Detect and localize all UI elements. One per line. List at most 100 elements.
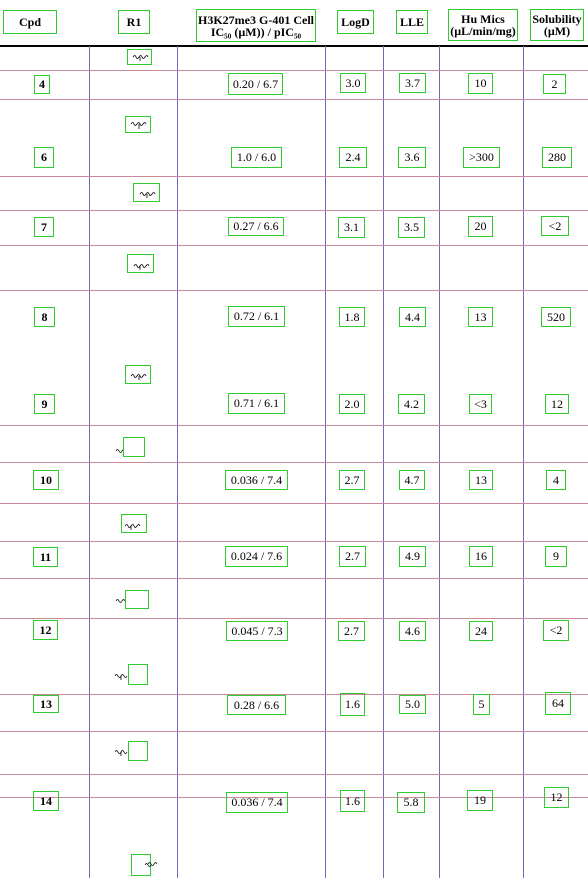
row-divider [0, 503, 588, 504]
ic50-cell: 0.036 / 7.4 [225, 470, 288, 490]
cpd-cell: 9 [34, 394, 55, 414]
row-divider [0, 541, 588, 542]
cpd-cell: 13 [33, 695, 59, 713]
solubility-cell: 280 [542, 147, 572, 168]
header-humics-line1: Hu Mics [461, 12, 505, 26]
humics-text: 13 [475, 472, 487, 487]
cpd-text: 4 [39, 77, 45, 91]
row-divider [0, 618, 588, 619]
ic50-text: 0.71 / 6.1 [233, 396, 280, 410]
ic50-cell: 0.71 / 6.1 [228, 393, 285, 414]
humics-text: >300 [469, 150, 494, 164]
lle-text: 4.6 [405, 623, 420, 638]
logd-text: 2.7 [345, 549, 360, 563]
header-lle: LLE [396, 10, 428, 34]
lle-cell: 5.0 [399, 695, 426, 714]
humics-cell: 24 [469, 621, 493, 641]
ic50-text: 0.28 / 6.6 [233, 697, 280, 712]
solubility-text: 520 [547, 309, 565, 324]
row-divider [0, 176, 588, 177]
humics-text: 19 [474, 793, 486, 807]
header-cpd: Cpd [3, 10, 57, 34]
structure-image-7 [121, 514, 147, 533]
solubility-text: 2 [551, 76, 558, 91]
structure-image-10 [128, 741, 148, 761]
logd-cell: 1.6 [340, 790, 365, 812]
logd-text: 1.6 [345, 793, 360, 808]
humics-cell: 10 [468, 73, 493, 94]
row-divider [0, 99, 588, 100]
solubility-cell: 64 [545, 692, 571, 715]
humics-text: <3 [474, 396, 487, 411]
wavy-bond-icon [115, 747, 128, 757]
ic50-text: 0.036 / 7.4 [230, 472, 283, 487]
row-divider [0, 774, 588, 775]
ic50-cell: 1.0 / 6.0 [231, 147, 282, 168]
cpd-cell: 4 [34, 75, 50, 94]
lle-cell: 3.6 [398, 147, 426, 168]
humics-cell: <3 [469, 394, 492, 414]
humics-cell: 19 [467, 790, 493, 811]
lle-text: 4.2 [404, 396, 419, 411]
humics-cell: 20 [468, 216, 493, 237]
logd-cell: 3.1 [338, 217, 365, 238]
solubility-cell: 12 [544, 787, 569, 808]
logd-cell: 1.8 [339, 307, 365, 327]
ic50-text: 0.045 / 7.3 [231, 623, 283, 638]
lle-text: 4.9 [405, 549, 420, 563]
header-lle-text: LLE [399, 14, 424, 29]
row-divider [0, 425, 588, 426]
structure-image-4 [127, 254, 154, 273]
cpd-cell: 12 [33, 620, 58, 640]
logd-cell: 2.0 [339, 394, 365, 414]
header-r1: R1 [118, 10, 150, 34]
logd-text: 2.7 [344, 623, 359, 638]
logd-text: 2.4 [345, 150, 361, 164]
logd-text: 3.1 [344, 220, 359, 234]
cpd-text: 8 [41, 309, 48, 324]
row-divider [0, 797, 588, 798]
logd-cell: 2.7 [338, 621, 365, 641]
cpd-text: 13 [40, 696, 52, 711]
row-divider [0, 70, 588, 71]
cpd-cell: 10 [33, 470, 59, 490]
humics-text: 16 [475, 549, 487, 563]
solubility-cell: 9 [545, 546, 567, 567]
row-divider [0, 578, 588, 579]
cpd-cell: 7 [34, 217, 54, 237]
solubility-text: <2 [548, 218, 562, 233]
header-ic50: H3K27me3 G-401 Cell IC₅₀ (µM)) / pIC₅₀ [196, 9, 316, 42]
cpd-text: 6 [41, 150, 47, 164]
lle-text: 4.7 [404, 472, 420, 487]
cpd-cell: 6 [34, 147, 54, 168]
cpd-text: 10 [40, 472, 52, 487]
header-humics-line2: (µL/min/mg) [450, 24, 516, 38]
logd-text: 1.8 [344, 309, 360, 324]
ic50-cell: 0.72 / 6.1 [228, 306, 285, 327]
row-divider [0, 290, 588, 291]
header-logd-text: LogD [341, 14, 370, 29]
structure-image-11 [131, 854, 152, 876]
lle-cell: 4.2 [398, 394, 425, 414]
humics-cell: 13 [469, 470, 493, 490]
structure-image-6 [123, 437, 145, 457]
row-divider [0, 210, 588, 211]
solubility-cell: <2 [543, 620, 569, 641]
cpd-text: 7 [41, 219, 47, 234]
solubility-text: 280 [548, 150, 566, 164]
wavy-bond-icon [148, 860, 160, 868]
lle-cell: 4.9 [399, 546, 426, 567]
humics-cell: 5 [473, 694, 490, 715]
header-rule [0, 45, 588, 47]
header-ic50-line1: H3K27me3 G-401 Cell [198, 12, 314, 27]
lle-cell: 4.7 [399, 470, 425, 490]
logd-cell: 2.7 [339, 470, 365, 490]
header-r1-text: R1 [126, 14, 142, 29]
lle-text: 5.8 [403, 795, 419, 809]
row-divider [0, 731, 588, 732]
ic50-text: 0.20 / 6.7 [232, 76, 279, 91]
humics-cell: >300 [463, 147, 500, 168]
row-divider [0, 462, 588, 463]
solubility-cell: 2 [543, 74, 566, 94]
structure-image-5 [125, 365, 151, 384]
